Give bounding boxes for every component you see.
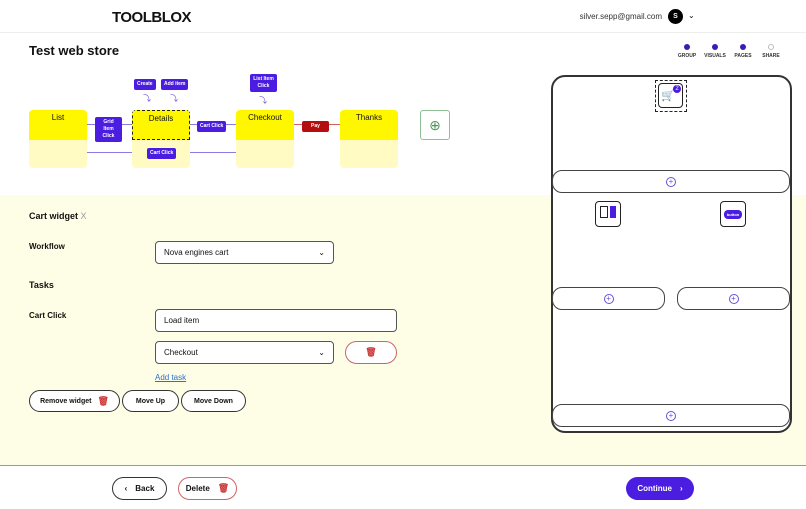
node-title: Checkout <box>236 110 294 140</box>
add-row-slot[interactable]: + <box>552 170 790 193</box>
trash-icon: 🗑 <box>365 347 377 357</box>
button-label: Delete <box>185 484 210 493</box>
back-button[interactable]: ‹ Back <box>112 477 167 500</box>
user-email: silver.sepp@gmail.com <box>579 12 662 21</box>
add-widget-slot[interactable]: + <box>677 287 790 310</box>
add-widget-slot[interactable]: + <box>552 287 665 310</box>
chevron-down-icon: ⌄ <box>318 348 325 357</box>
step-share[interactable]: SHARE <box>760 44 782 59</box>
step-visuals[interactable]: VISUALS <box>704 44 726 59</box>
step-dot <box>712 44 718 50</box>
phone-preview <box>551 75 792 433</box>
step-label: SHARE <box>762 53 780 59</box>
step-group[interactable]: GROUP <box>676 44 698 59</box>
node-title: Details <box>132 110 190 140</box>
move-down-button[interactable]: Move Down <box>181 390 246 412</box>
add-row-slot[interactable]: + <box>552 404 790 427</box>
progress-steps: GROUP VISUALS PAGES SHARE <box>676 44 782 59</box>
loop-arrow-icon: ⤵ <box>170 94 178 103</box>
trash-icon: 🗑 <box>217 483 230 493</box>
delete-task-button[interactable]: 🗑 <box>345 341 397 364</box>
chevron-down-icon: ⌄ <box>318 248 325 257</box>
step-dot <box>740 44 746 50</box>
cart-widget: 🛒 2 <box>658 83 683 108</box>
action-list-item-click[interactable]: List Item Click <box>250 74 277 92</box>
transition-pay[interactable]: Pay <box>302 121 329 132</box>
page-node-checkout[interactable]: Checkout <box>236 110 294 168</box>
step-pages[interactable]: PAGES <box>732 44 754 59</box>
plus-icon: + <box>666 410 676 421</box>
button-widget-icon[interactable]: button <box>720 201 746 227</box>
widget-title: Cart widget X <box>29 211 87 221</box>
add-page-button[interactable]: ⊕ <box>420 110 450 140</box>
continue-button[interactable]: Continue › <box>626 477 694 500</box>
button-label: Remove widget <box>40 397 92 405</box>
logo[interactable]: TOOLBLOX <box>112 9 192 26</box>
node-title: List <box>29 110 87 140</box>
plus-icon: + <box>666 176 676 187</box>
step-dot <box>768 44 774 50</box>
page-title: Test web store <box>29 43 120 58</box>
step-label: GROUP <box>677 53 697 59</box>
remove-widget-button[interactable]: Remove widget 🗑 <box>29 390 120 412</box>
action-add-item[interactable]: Add item <box>161 79 189 90</box>
page-node-details[interactable]: Details <box>132 110 190 168</box>
chevron-down-icon[interactable]: ⌄ <box>688 11 695 20</box>
loop-arrow-icon: ⤵ <box>143 94 151 103</box>
page-node-list[interactable]: List <box>29 110 87 168</box>
button-label: Continue <box>637 484 672 493</box>
chevron-left-icon: ‹ <box>124 484 128 493</box>
workflow-select[interactable]: Nova engines cart ⌄ <box>155 241 334 264</box>
plus-icon: + <box>728 293 739 304</box>
widget-title-text: Cart widget <box>29 211 79 221</box>
task-select-value: Checkout <box>164 348 198 357</box>
add-task-link[interactable]: Add task <box>155 373 187 382</box>
delete-button[interactable]: Delete 🗑 <box>178 477 237 500</box>
button-widget-label: button <box>723 209 743 219</box>
task-select[interactable]: Checkout ⌄ <box>155 341 334 364</box>
page-node-thanks[interactable]: Thanks <box>340 110 398 168</box>
transition-cart-click[interactable]: Cart Click <box>197 121 227 132</box>
grid-widget-icon[interactable] <box>595 201 621 227</box>
step-dot <box>684 44 690 50</box>
cart-widget-selected[interactable]: 🛒 2 <box>655 80 687 112</box>
move-up-button[interactable]: Move Up <box>122 390 179 412</box>
task-input-value: Load item <box>164 316 200 325</box>
workflow-label: Workflow <box>29 242 65 251</box>
loop-arrow-icon: ⤵ <box>259 96 267 105</box>
transition-cart-click[interactable]: Cart Click <box>147 148 177 159</box>
trash-icon: 🗑 <box>97 395 109 406</box>
step-label: PAGES <box>734 53 752 59</box>
step-label: VISUALS <box>704 53 726 59</box>
workflow-value: Nova engines cart <box>164 248 229 257</box>
close-widget-button[interactable]: X <box>80 211 87 221</box>
top-bar <box>0 0 806 33</box>
transition-grid-item-click[interactable]: Grid Item Click <box>95 117 122 142</box>
cart-icon: 🛒 <box>661 90 675 102</box>
chevron-right-icon: › <box>680 484 683 493</box>
button-label: Back <box>135 484 155 493</box>
cart-badge: 2 <box>673 85 681 93</box>
tasks-heading: Tasks <box>29 280 54 290</box>
node-title: Thanks <box>340 110 398 140</box>
plus-icon: + <box>603 293 614 304</box>
action-create[interactable]: Create <box>134 79 156 90</box>
task-input[interactable]: Load item <box>155 309 397 332</box>
event-label: Cart Click <box>29 311 67 320</box>
avatar[interactable]: S <box>668 9 683 24</box>
plus-icon: ⊕ <box>429 117 441 133</box>
